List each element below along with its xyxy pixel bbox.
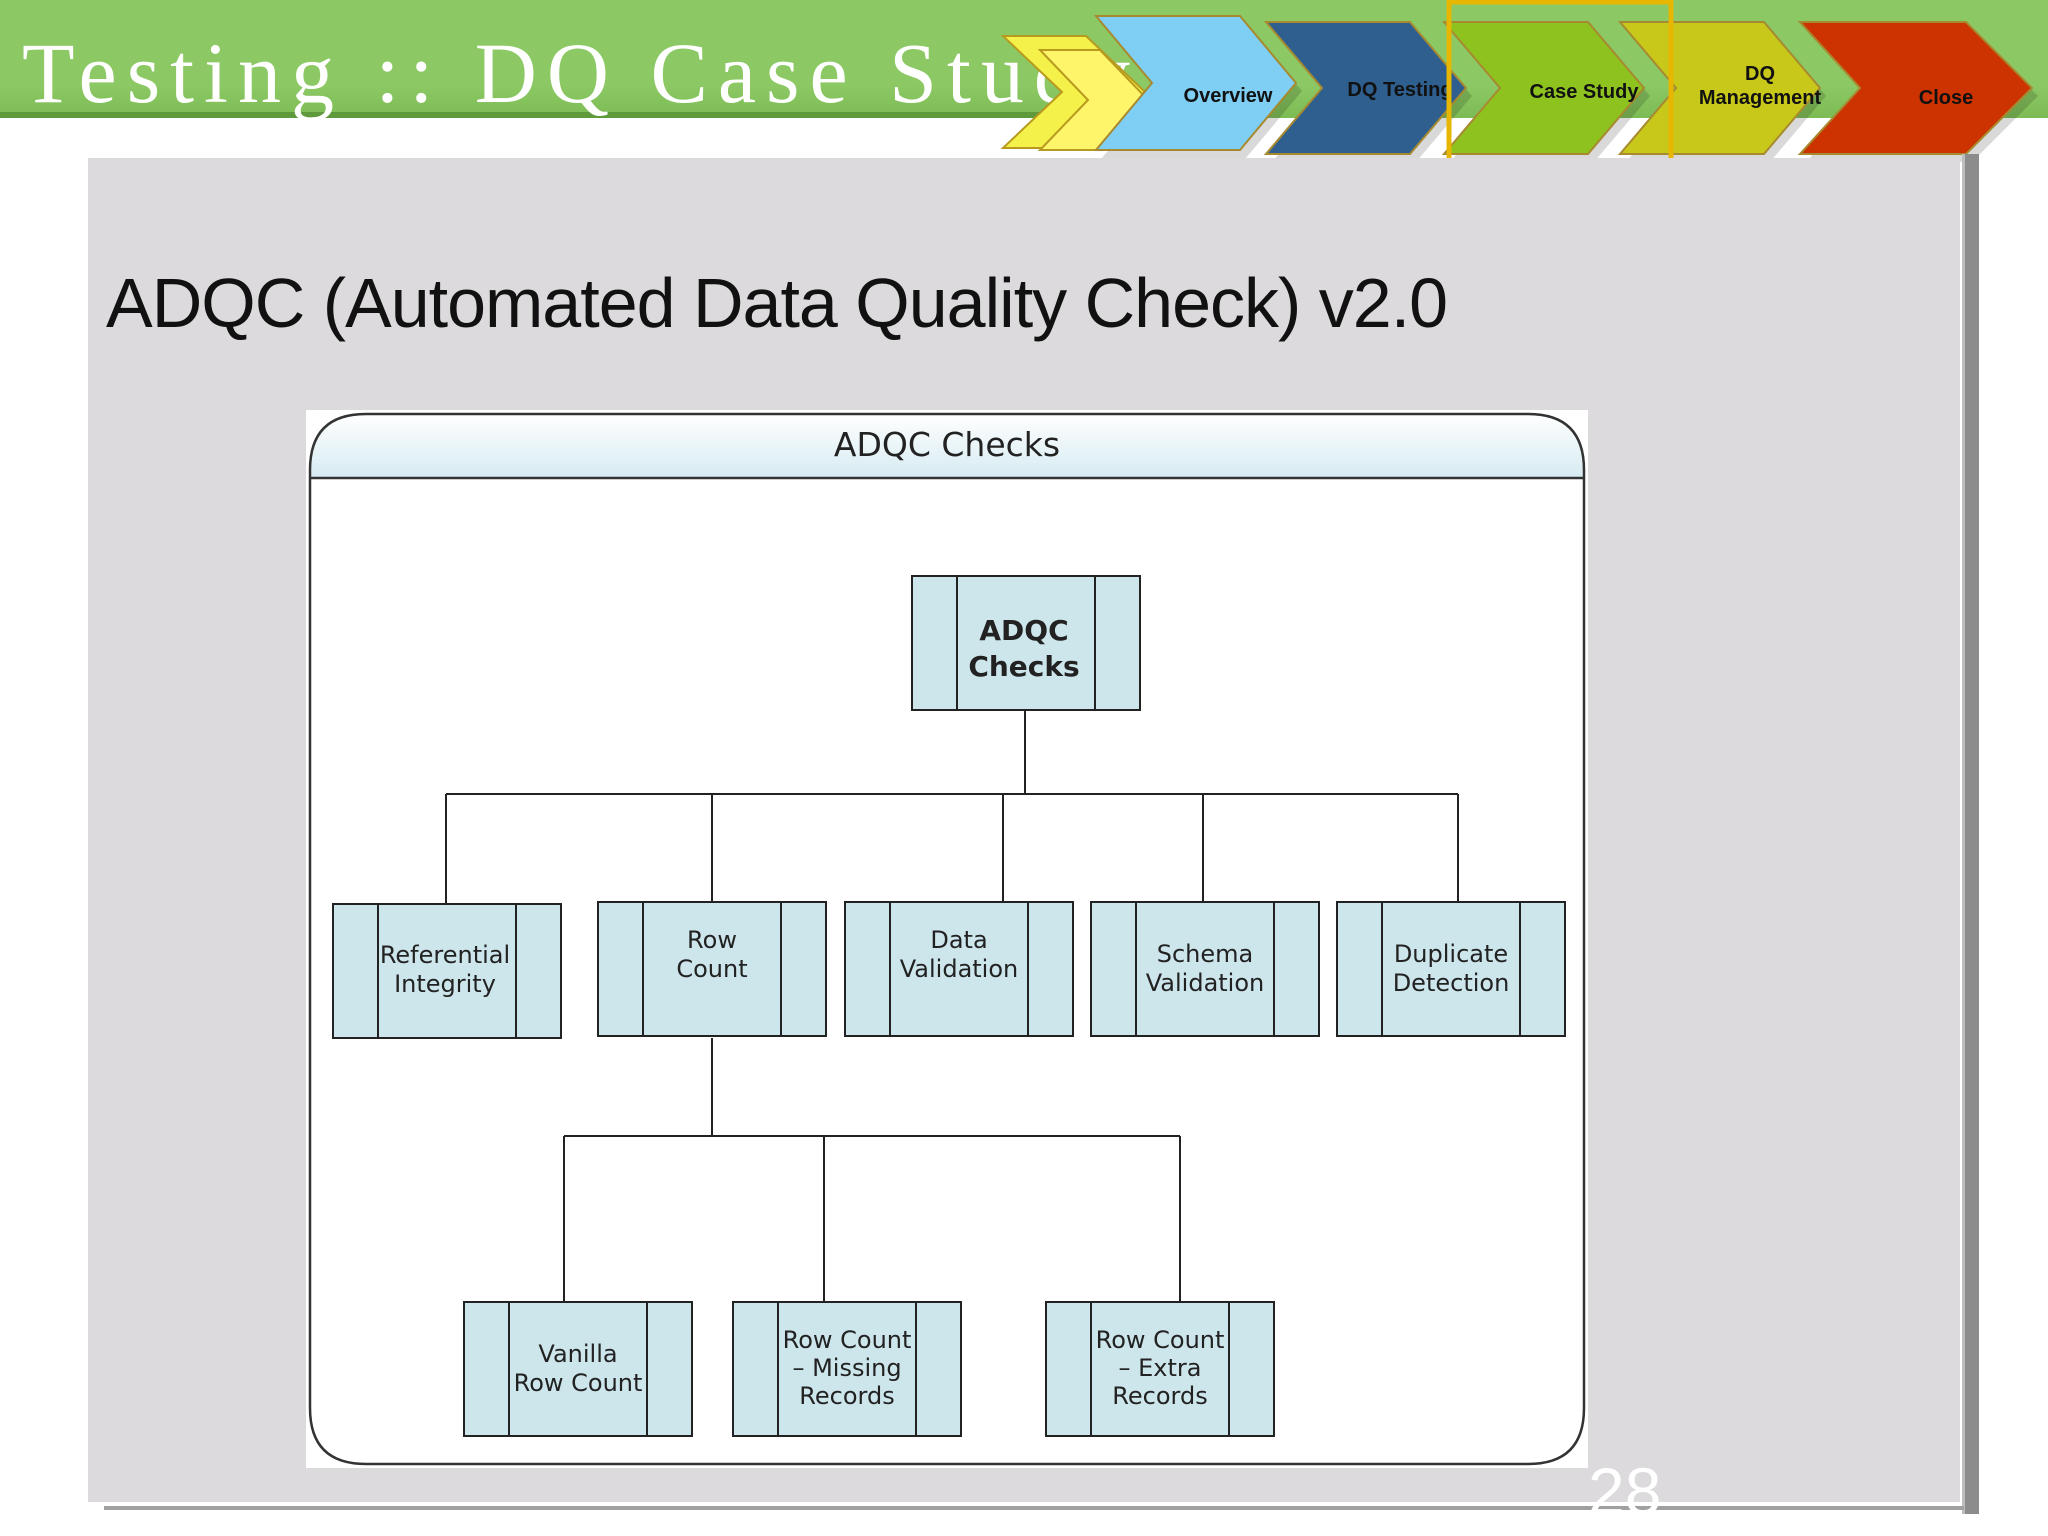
deck-title: Testing :: DQ Case Study [22,25,1140,121]
node-label-line: Schema [1157,940,1254,968]
node-data-validation: Data Validation [844,901,1074,1037]
page-number: 28 [1588,1454,1662,1528]
slide-panel-shadow-bottom [104,1506,1964,1510]
nav-tab-label: Case Study [1530,81,1640,103]
nav-tab-case-study[interactable]: Case Study [1441,21,1650,162]
node-row-count: Row Count [597,901,827,1037]
node-label-line: ADQC [979,614,1068,647]
pool-header [310,414,1584,478]
slide-title: ADQC (Automated Data Quality Check) v2.0 [106,264,1448,342]
nav-tab-label: DQ Testing [1347,79,1452,101]
connectors [445,710,1459,1302]
node-label-line: Referential [380,941,510,969]
node-label-line: Validation [1146,969,1265,997]
nav-tab-close[interactable]: Close [1797,21,2038,162]
node-label-line: Vanilla [538,1340,617,1368]
adqc-diagram: ADQC Checks ADQC Checks Referential Inte… [306,410,1588,1468]
slide-panel-shadow-right [1962,154,1979,1514]
nav-tab-dq-testing[interactable]: DQ Testing [1263,21,1472,162]
node-referential-integrity: Referential Integrity [332,903,562,1039]
node-label-line: – Extra [1119,1354,1202,1382]
node-label-line: Row Count [1096,1326,1225,1354]
node-label-line: – Missing [792,1354,901,1382]
node-label-line: Records [799,1382,894,1410]
nav-bar: Overview DQ Testing Case Study DQ Manage… [1000,0,2038,173]
node-label-line: Row Count [514,1369,643,1397]
node-duplicate-detection: Duplicate Detection [1336,901,1566,1037]
node-label-line: Duplicate [1394,940,1508,968]
nav-tab-overview[interactable]: Overview [1093,15,1302,158]
nav-tab-label: Close [1919,87,1973,109]
node-schema-validation: Schema Validation [1090,901,1320,1037]
node-label-line: Checks [968,650,1079,683]
node-label-line: Integrity [394,970,496,998]
header-underline [0,112,1100,118]
nav-tab-label-line2: Management [1699,87,1822,109]
node-row-count-missing-records: Row Count – Missing Records [732,1301,962,1437]
nav-tab-dq-management[interactable]: DQ Management [1617,21,1826,162]
node-row-count-extra-records: Row Count – Extra Records [1045,1301,1275,1437]
nav-tab-label: Overview [1184,85,1273,107]
node-label-line: Records [1112,1382,1207,1410]
node-label-line: Detection [1393,969,1510,997]
node-label-line: Data [930,926,987,954]
node-adqc-checks: ADQC Checks [911,575,1141,711]
nav-tab-label-line1: DQ [1745,63,1775,85]
node-label-line: Row [687,926,737,954]
pool-title: ADQC Checks [834,425,1060,464]
node-vanilla-row-count: Vanilla Row Count [463,1301,693,1437]
pool-frame [308,412,1586,1466]
node-label-line: Count [676,955,747,983]
node-label-line: Row Count [783,1326,912,1354]
node-label-line: Validation [900,955,1019,983]
